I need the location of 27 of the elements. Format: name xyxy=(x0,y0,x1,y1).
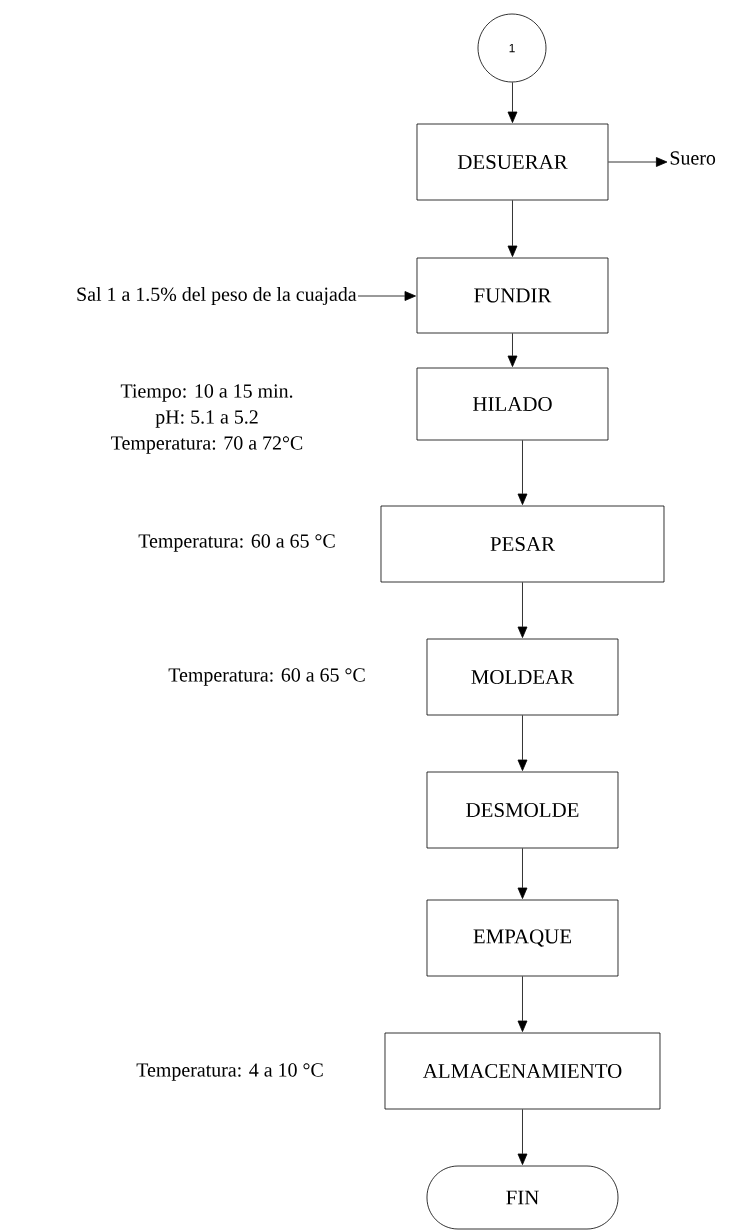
annotation-text: Temperatura: 60 a 65 °C xyxy=(138,534,335,552)
process-box: ALMACENAMIENTO xyxy=(384,1032,661,1110)
arrow xyxy=(517,1109,528,1165)
process-box: DESUERAR xyxy=(416,123,609,201)
arrow xyxy=(608,157,668,167)
arrow xyxy=(507,82,518,123)
arrow xyxy=(517,582,528,638)
process-box: MOLDEAR xyxy=(426,638,619,716)
arrow xyxy=(507,200,518,257)
arrow xyxy=(357,291,416,301)
arrow xyxy=(517,848,528,899)
annotation-text: Temperatura: 70 a 72°C xyxy=(111,436,303,454)
flow-label: Suero xyxy=(670,151,716,165)
annotation-text: Temperatura: 60 a 65 °C xyxy=(168,668,365,686)
process-box: FUNDIR xyxy=(416,257,609,334)
process-box: DESMOLDE xyxy=(426,771,619,849)
arrow xyxy=(517,440,528,505)
annotation-text: pH: 5.1 a 5.2 xyxy=(155,410,258,428)
annotation-text: Temperatura: 4 a 10 °C xyxy=(136,1063,323,1081)
process-box: EMPAQUE xyxy=(426,899,619,977)
flow-label: Sal 1 a 1.5% del peso de la cuajada xyxy=(77,287,357,306)
process-box: HILADO xyxy=(416,367,609,441)
process-box: PESAR xyxy=(380,505,665,583)
arrow xyxy=(517,976,528,1032)
arrow xyxy=(517,715,528,771)
annotation-text: Tiempo: 10 a 15 min. xyxy=(120,384,293,402)
arrow xyxy=(507,333,518,367)
